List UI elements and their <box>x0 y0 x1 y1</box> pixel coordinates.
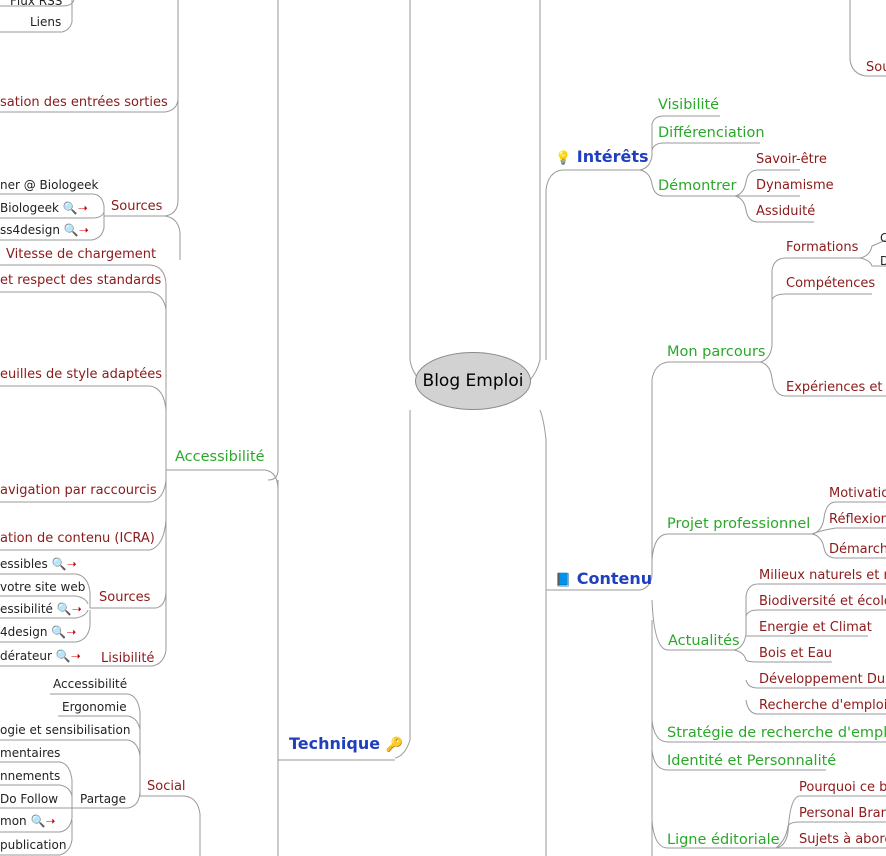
node-publication[interactable]: publication <box>0 838 67 852</box>
node-visibilite[interactable]: Visibilité <box>658 97 720 113</box>
node-contenu-label: Contenu <box>576 569 653 588</box>
red-arrow-icon: ➝ <box>70 649 81 663</box>
magnifier-icon: 🔍 <box>51 557 67 571</box>
node-developpement[interactable]: Développement Dur <box>759 672 886 687</box>
key-icon: 🔑 <box>385 737 404 753</box>
node-milieux[interactable]: Milieux naturels et re <box>759 568 886 583</box>
node-source-2[interactable]: Biologeek 🔍➝ <box>0 200 88 216</box>
node-acc-source-3-label: essibilité <box>0 602 53 616</box>
node-ligne-editoriale[interactable]: Ligne éditoriale <box>667 832 780 848</box>
node-social[interactable]: Social <box>147 779 186 794</box>
node-sou[interactable]: Sou <box>866 60 886 75</box>
node-demarche[interactable]: Démarch <box>829 542 886 557</box>
node-mon[interactable]: mon 🔍➝ <box>0 813 55 829</box>
node-entries[interactable]: sation des entrées sorties <box>0 95 168 110</box>
book-icon: 📘 <box>555 573 572 588</box>
node-identite[interactable]: Identité et Personnalité <box>667 753 837 769</box>
node-motivation[interactable]: Motivatio <box>829 486 886 501</box>
node-icra[interactable]: ation de contenu (ICRA) <box>0 531 155 546</box>
node-source-3[interactable]: ss4design 🔍➝ <box>0 222 89 238</box>
node-experiences[interactable]: Expériences et r <box>786 380 886 395</box>
node-moderateur[interactable]: dérateur 🔍➝ <box>0 648 81 664</box>
node-assiduite[interactable]: Assiduité <box>756 204 816 219</box>
node-strategie[interactable]: Stratégie de recherche d'emplo <box>667 725 886 741</box>
node-formations[interactable]: Formations <box>786 240 859 255</box>
node-actualites[interactable]: Actualités <box>668 633 740 649</box>
node-mon-parcours[interactable]: Mon parcours <box>667 344 766 360</box>
node-mon-label: mon <box>0 814 27 828</box>
node-source-1[interactable]: ner @ Biologeek <box>0 178 99 192</box>
node-sources-top[interactable]: Sources <box>111 199 163 214</box>
node-liens[interactable]: Liens <box>30 15 62 29</box>
magnifier-icon: 🔍 <box>56 602 72 616</box>
node-acc-source-3[interactable]: essibilité 🔍➝ <box>0 601 82 617</box>
magnifier-icon: 🔍 <box>51 625 67 639</box>
center-node[interactable]: Blog Emploi <box>415 352 531 410</box>
node-differenciation[interactable]: Différenciation <box>658 125 765 141</box>
node-ergonomie[interactable]: Ergonomie <box>62 700 127 714</box>
node-acc-source-4-label: 4design <box>0 625 48 639</box>
lightbulb-icon: 💡 <box>555 151 572 166</box>
node-interets-label: Intérêts <box>576 147 649 166</box>
node-bois-eau[interactable]: Bois et Eau <box>759 646 833 661</box>
node-acc-source-1-label: essibles <box>0 557 48 571</box>
node-energie[interactable]: Energie et Climat <box>759 620 872 635</box>
node-pourquoi[interactable]: Pourquoi ce b <box>799 780 886 795</box>
node-feuilles-style[interactable]: euilles de style adaptées <box>0 367 162 382</box>
node-pedagogie[interactable]: ogie et sensibilisation <box>0 723 131 737</box>
node-dynamisme[interactable]: Dynamisme <box>756 178 834 193</box>
node-partage[interactable]: Partage <box>80 792 127 806</box>
node-commentaires[interactable]: mentaires <box>0 746 61 760</box>
node-personal-brand[interactable]: Personal Bran <box>799 806 886 821</box>
red-arrow-icon: ➝ <box>45 814 56 828</box>
node-standards[interactable]: et respect des standards <box>0 273 162 288</box>
node-social-acc[interactable]: Accessibilité <box>53 677 128 691</box>
red-arrow-icon: ➝ <box>66 625 77 639</box>
red-arrow-icon: ➝ <box>66 557 77 571</box>
magnifier-icon: 🔍 <box>62 201 78 215</box>
node-accessibilite[interactable]: Accessibilité <box>175 449 265 465</box>
node-flux-rss[interactable]: Flux RSS <box>10 0 63 8</box>
red-arrow-icon: ➝ <box>77 201 88 215</box>
node-acc-source-4[interactable]: 4design 🔍➝ <box>0 624 76 640</box>
red-arrow-icon: ➝ <box>78 223 89 237</box>
node-navigation[interactable]: avigation par raccourcis <box>0 483 157 498</box>
node-acc-source-1[interactable]: essibles 🔍➝ <box>0 556 77 572</box>
node-moderateur-label: dérateur <box>0 649 52 663</box>
node-projet-pro[interactable]: Projet professionnel <box>667 516 811 532</box>
node-savoir-etre[interactable]: Savoir-être <box>756 152 827 167</box>
node-formations-c[interactable]: C <box>880 231 886 245</box>
node-acc-source-2[interactable]: votre site web <box>0 580 86 594</box>
node-competences[interactable]: Compétences <box>786 276 876 291</box>
node-sujets[interactable]: Sujets à abord <box>799 832 886 847</box>
magnifier-icon: 🔍 <box>30 814 46 828</box>
red-arrow-icon: ➝ <box>71 602 82 616</box>
node-do-follow[interactable]: Do Follow <box>0 792 59 806</box>
magnifier-icon: 🔍 <box>55 649 71 663</box>
node-formations-d[interactable]: D <box>880 254 886 268</box>
node-abonnements[interactable]: nnements <box>0 769 61 783</box>
magnifier-icon: 🔍 <box>63 223 79 237</box>
node-contenu[interactable]: 📘 Contenu <box>555 571 652 589</box>
node-demontrer[interactable]: Démontrer <box>658 178 737 194</box>
node-source-3-label: ss4design <box>0 223 60 237</box>
node-reflexion[interactable]: Réflexion <box>829 512 886 527</box>
node-acc-sources[interactable]: Sources <box>99 590 151 605</box>
node-technique[interactable]: Technique 🔑 <box>289 734 404 754</box>
node-lisibilite[interactable]: Lisibilité <box>101 651 155 666</box>
node-recherche-emploi[interactable]: Recherche d'emploi <box>759 698 886 713</box>
node-source-2-label: Biologeek <box>0 201 59 215</box>
node-biodiversite[interactable]: Biodiversité et écolo <box>759 594 886 609</box>
node-vitesse[interactable]: Vitesse de chargement <box>6 247 157 262</box>
node-technique-label: Technique <box>289 734 381 753</box>
node-interets[interactable]: 💡 Intérêts <box>555 149 649 167</box>
